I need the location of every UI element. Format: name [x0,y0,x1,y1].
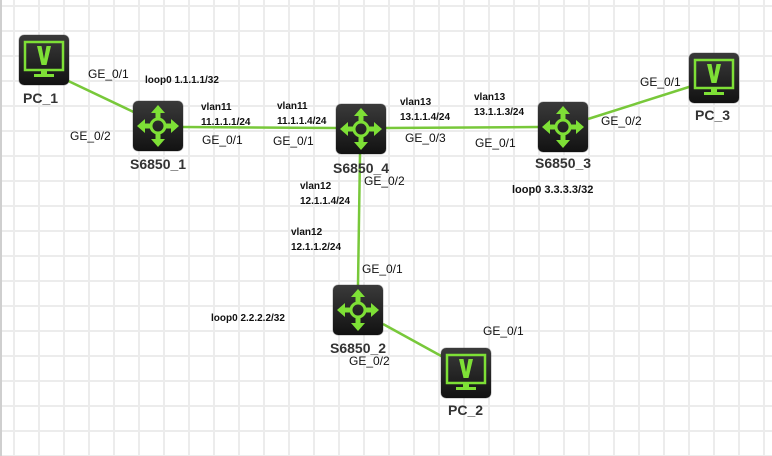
vlan-name: vlan13 [400,97,432,108]
port-label-pc1-ge01: GE_0/1 [88,67,129,81]
vlan-ip: 12.1.1.2/24 [291,242,342,253]
node-label-pc-2: PC_2 [448,402,484,418]
link-s6850-4-s6850-2[interactable] [356,153,362,286]
vlan-label-s3-vlan13: vlan13 13.1.1.3/24 [474,90,524,120]
vlan-ip: 11.1.1.1/24 [201,117,251,128]
link-s6850-4-s6850-3[interactable] [385,125,539,130]
port-label-s2-ge02: GE_0/2 [349,354,390,368]
node-s6850-3[interactable] [538,102,588,152]
canvas-border [0,0,2,456]
node-label-s6850-4: S6850_4 [333,160,390,176]
node-pc-2[interactable] [441,348,491,398]
port-label-s1-ge01: GE_0/1 [202,133,243,147]
vlan-label-s1-vlan11: vlan11 11.1.1.1/24 [201,100,251,130]
pc-monitor-icon [693,58,735,95]
link-s6850-3-pc3[interactable] [587,84,693,121]
vlan-name: vlan11 [277,101,308,112]
vlan-ip: 13.1.1.4/24 [400,112,451,123]
switch-arrows-icon [137,105,179,147]
node-label-s6850-1: S6850_1 [130,156,187,172]
vlan-ip: 11.1.1.4/24 [277,116,327,127]
vlan-name: vlan12 [291,227,323,238]
vlan-label-s4-vlan11: vlan11 11.1.1.4/24 [277,99,327,129]
port-label-s4-ge01: GE_0/1 [273,134,314,148]
loopback-label-s2: loop0 2.2.2.2/32 [211,313,285,324]
port-label-s2-ge01: GE_0/1 [362,262,403,276]
node-label-pc-3: PC_3 [695,107,731,123]
node-label-pc-1: PC_1 [23,90,59,106]
port-label-s3-ge02: GE_0/2 [601,114,642,128]
node-label-s6850-2: S6850_2 [330,340,387,356]
vlan-name: vlan12 [300,181,332,192]
vlan-name: vlan11 [201,102,232,113]
link-s6850-1-s6850-4[interactable] [182,125,337,130]
switch-arrows-icon [337,289,379,331]
port-label-s4-ge03: GE_0/3 [405,131,446,145]
loopback-label-s3: loop0 3.3.3.3/32 [512,184,594,196]
switch-arrows-icon [542,106,584,148]
vlan-ip: 12.1.1.4/24 [300,196,351,207]
vlan-ip: 13.1.1.3/24 [474,107,525,118]
node-label-s6850-3: S6850_3 [535,155,592,171]
vlan-label-s2-vlan12: vlan12 12.1.1.2/24 [291,225,341,255]
port-label-s1-ge02: GE_0/2 [70,129,111,143]
pc-monitor-icon [445,353,487,390]
vlan-label-s4-vlan12: vlan12 12.1.1.4/24 [300,179,350,209]
switch-arrows-icon [340,108,382,150]
pc-monitor-icon [23,40,65,77]
node-s6850-1[interactable] [133,101,183,151]
loopback-label-s1: loop0 1.1.1.1/32 [145,75,219,86]
link-s6850-2-pc2[interactable] [382,322,444,359]
node-s6850-2[interactable] [333,285,383,335]
node-pc-3[interactable] [689,53,739,103]
port-label-pc2-ge01: GE_0/1 [483,324,524,338]
vlan-name: vlan13 [474,92,506,103]
port-label-s4-ge02: GE_0/2 [364,174,405,188]
link-pc1-s6850-1[interactable] [61,76,141,117]
port-label-pc3-ge01: GE_0/1 [640,75,681,89]
port-label-s3-ge01: GE_0/1 [475,136,516,150]
node-s6850-4[interactable] [336,104,386,154]
node-pc-1[interactable] [19,35,69,85]
vlan-label-s4-vlan13: vlan13 13.1.1.4/24 [400,95,450,125]
